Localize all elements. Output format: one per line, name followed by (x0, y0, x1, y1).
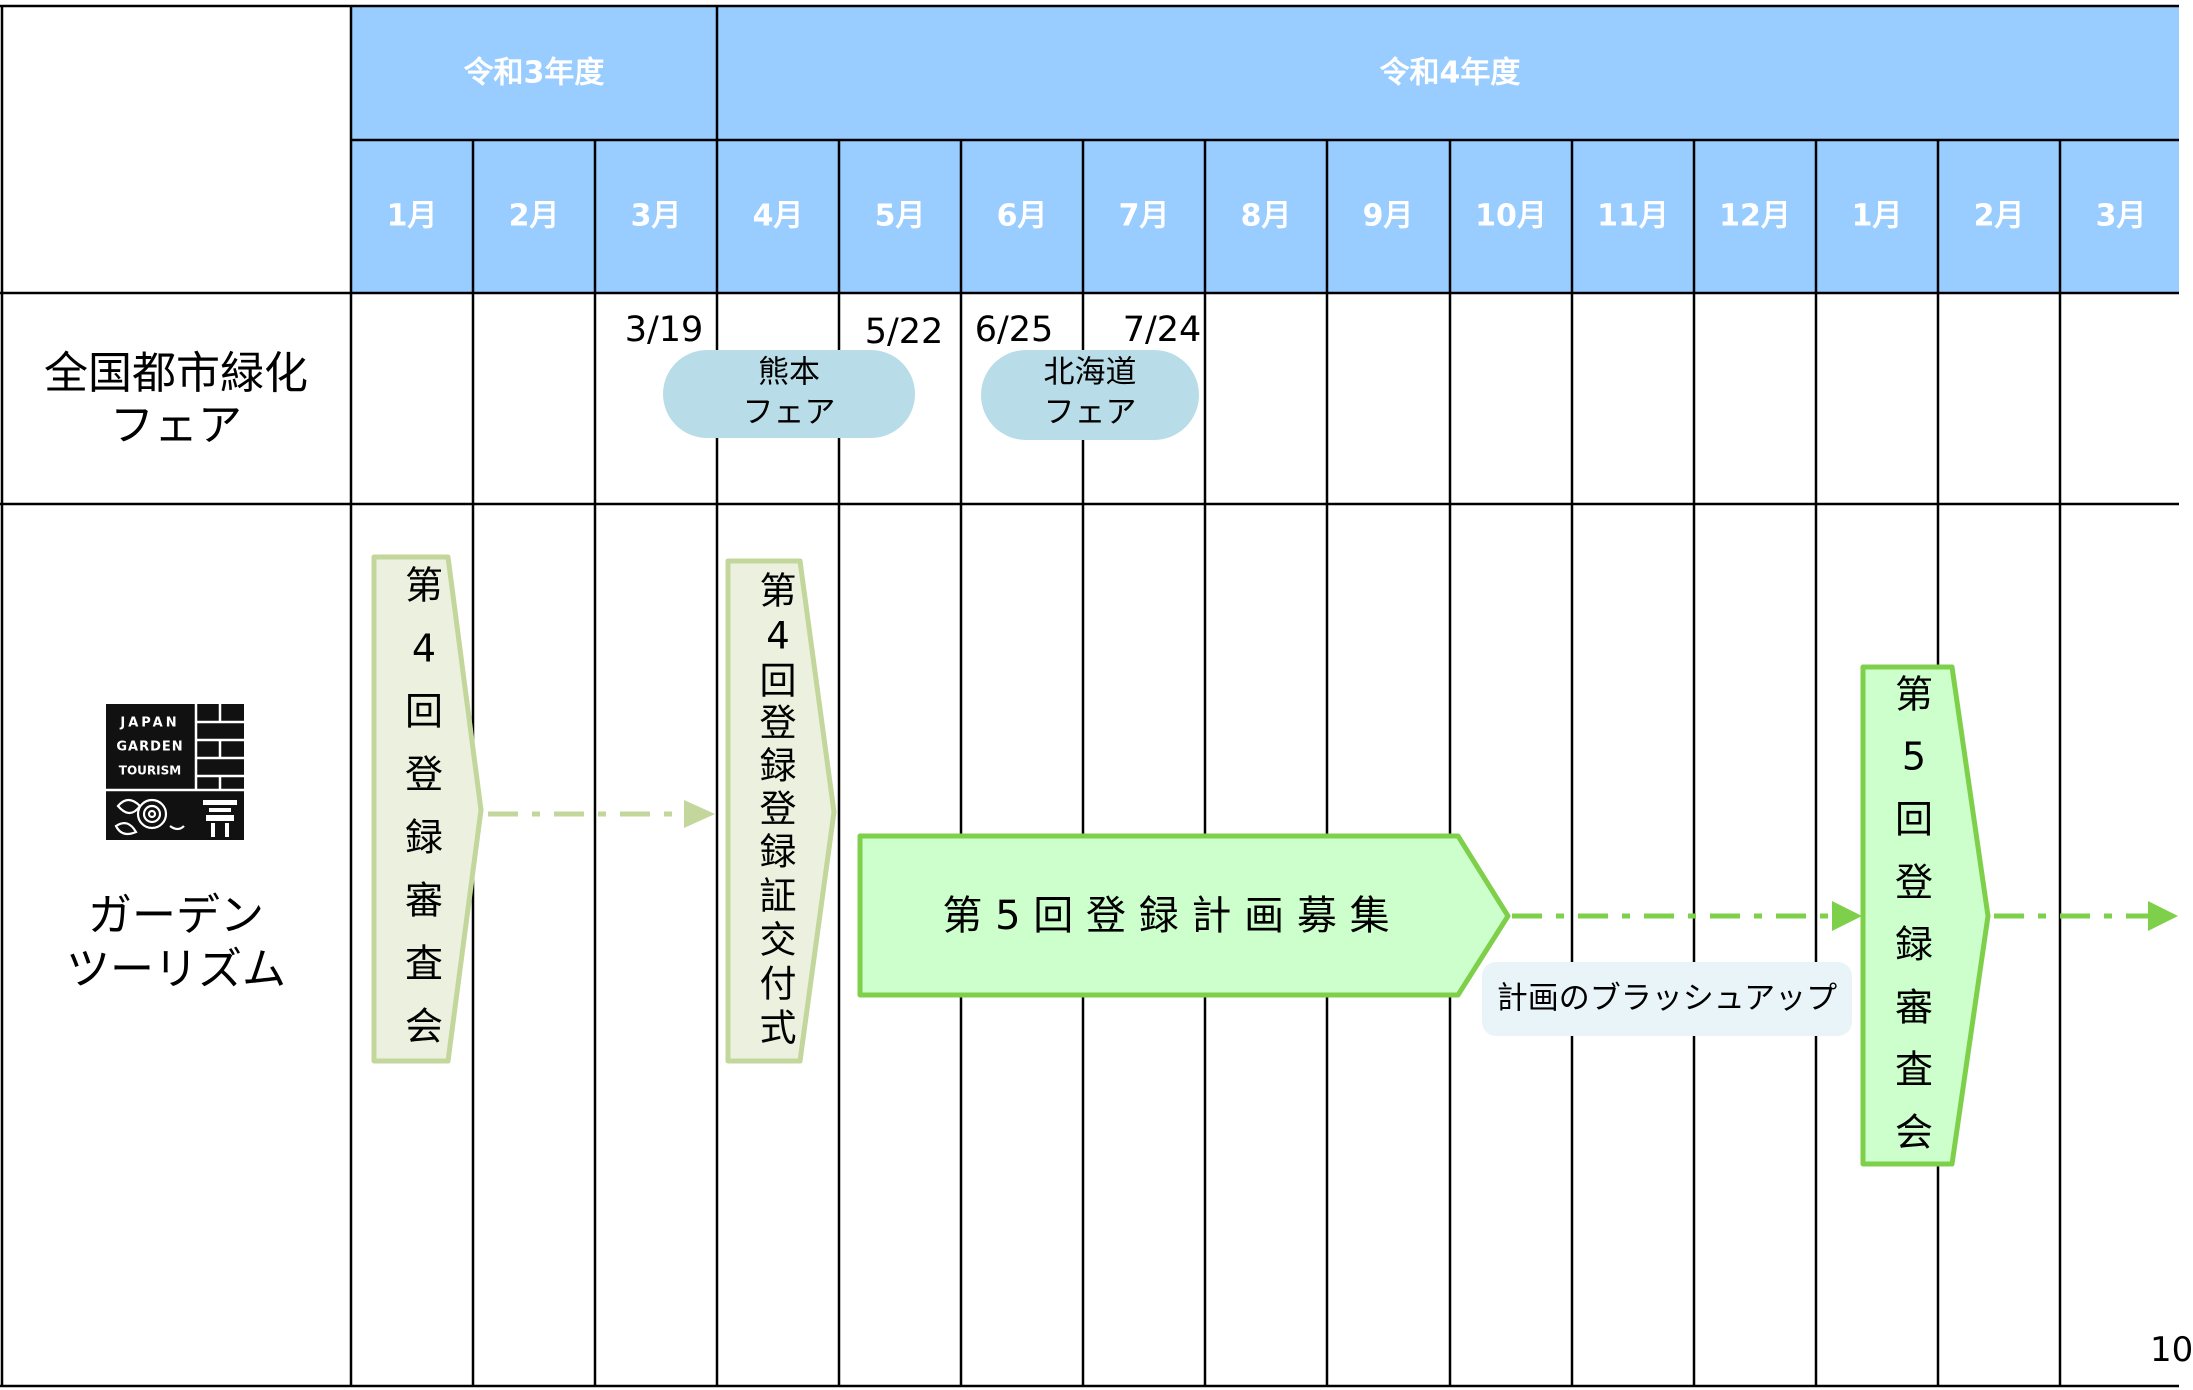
row-label-greening-fair-line1: 全国都市緑化 (44, 348, 308, 399)
month-label: 11月 (1597, 199, 1669, 234)
svg-text:回: 回 (1895, 798, 1933, 842)
month-label: 3月 (631, 199, 682, 234)
month-label: 4月 (753, 199, 804, 234)
svg-text:録: 録 (405, 816, 443, 860)
fiscal-year-r3: 令和3年度 (464, 56, 605, 91)
svg-text:交: 交 (760, 919, 797, 962)
svg-text:録: 録 (760, 745, 797, 788)
month-label: 10月 (1475, 199, 1547, 234)
svg-text:回: 回 (760, 660, 797, 703)
page-number: 10 (2150, 1330, 2193, 1370)
svg-text:第: 第 (1895, 673, 1933, 717)
date-label: 5/22 (865, 312, 944, 352)
brushup-label: 計画のブラッシュアップ (1497, 981, 1837, 1017)
kumamoto-fair-line2: フェア (743, 395, 836, 431)
certificate-ceremony-shape: 第 4 回 登 録 登 録 証 交 付 式 (725, 558, 837, 1064)
svg-text:登: 登 (405, 753, 443, 797)
svg-text:審: 審 (405, 879, 443, 923)
japan-garden-tourism-logo: JAPAN GARDEN TOURISM (106, 704, 244, 840)
review-session-5-label: 第 5 回 登 録 審 査 会 (1895, 673, 1933, 1155)
date-label: 7/24 (1123, 310, 1202, 350)
svg-text:回: 回 (405, 690, 443, 734)
month-label: 7月 (1119, 199, 1170, 234)
fiscal-year-r4: 令和4年度 (1380, 56, 1521, 91)
svg-text:証: 証 (760, 875, 797, 918)
svg-text:第: 第 (405, 564, 443, 608)
header-band (350, 6, 2179, 293)
lantern-icon (203, 800, 237, 837)
month-labels: 1月 2月 3月 4月 5月 6月 7月 8月 9月 10月 11月 12月 1… (387, 199, 2147, 234)
dashed-arrow-to-ceremony (488, 800, 715, 828)
svg-text:会: 会 (1895, 1111, 1933, 1155)
month-label: 2月 (1974, 199, 2025, 234)
recruitment-arrow-shape: 第 5 回 登 録 計 画 募 集 (857, 833, 1511, 998)
svg-text:第: 第 (760, 570, 797, 613)
svg-text:式: 式 (760, 1007, 797, 1050)
rose-icon (114, 798, 185, 836)
review-session-4-shape: 第 4 回 登 録 審 査 会 (371, 554, 484, 1064)
logo-text-tourism: TOURISM (119, 764, 181, 778)
dashed-arrow-to-review-5 (1512, 901, 1862, 931)
svg-text:審: 審 (1895, 986, 1933, 1030)
hokkaido-fair-line1: 北海道 (1044, 355, 1137, 391)
svg-text:録: 録 (1895, 923, 1933, 967)
date-label: 3/19 (625, 310, 704, 350)
month-label: 1月 (1852, 199, 1903, 234)
svg-text:登: 登 (760, 788, 797, 831)
date-label: 6/25 (975, 310, 1054, 350)
svg-text:査: 査 (1895, 1048, 1933, 1092)
svg-text:4: 4 (766, 615, 790, 658)
recruitment-label: 第 5 回 登 録 計 画 募 集 (942, 893, 1389, 939)
logo-text-japan: JAPAN (119, 716, 179, 731)
svg-text:会: 会 (405, 1005, 443, 1049)
month-label: 1月 (387, 199, 438, 234)
month-label: 3月 (2096, 199, 2147, 234)
svg-text:録: 録 (760, 831, 797, 874)
brushup-box: 計画のブラッシュアップ (1482, 962, 1852, 1036)
kumamoto-fair-pill: 熊本 フェア (663, 350, 915, 438)
month-label: 12月 (1719, 199, 1791, 234)
review-session-4-label: 第 4 回 登 録 審 査 会 (405, 564, 443, 1049)
hokkaido-fair-pill: 北海道 フェア (981, 350, 1199, 440)
svg-text:査: 査 (405, 942, 443, 986)
row-label-garden-tourism-line1: ガーデン (88, 890, 264, 941)
dashed-arrow-continue (1994, 901, 2178, 931)
month-label: 2月 (509, 199, 560, 234)
svg-text:付: 付 (760, 963, 797, 1006)
month-label: 6月 (997, 199, 1048, 234)
svg-text:4: 4 (412, 627, 436, 671)
hokkaido-fair-line2: フェア (1044, 395, 1137, 431)
review-session-5-shape: 第 5 回 登 録 審 査 会 (1860, 664, 1991, 1167)
svg-text:登: 登 (1895, 861, 1933, 905)
month-label: 9月 (1363, 199, 1414, 234)
svg-text:5: 5 (1902, 735, 1926, 779)
month-label: 8月 (1241, 199, 1292, 234)
kumamoto-fair-line1: 熊本 (758, 355, 820, 391)
row-label-garden-tourism-line2: ツーリズム (66, 944, 286, 995)
grid-lines (0, 4, 2179, 1388)
month-label: 5月 (875, 199, 926, 234)
svg-text:登: 登 (760, 702, 797, 745)
row-label-greening-fair-line2: フェア (110, 400, 242, 451)
certificate-ceremony-label: 第 4 回 登 録 登 録 証 交 付 式 (760, 570, 797, 1050)
logo-text-garden: GARDEN (116, 740, 183, 755)
